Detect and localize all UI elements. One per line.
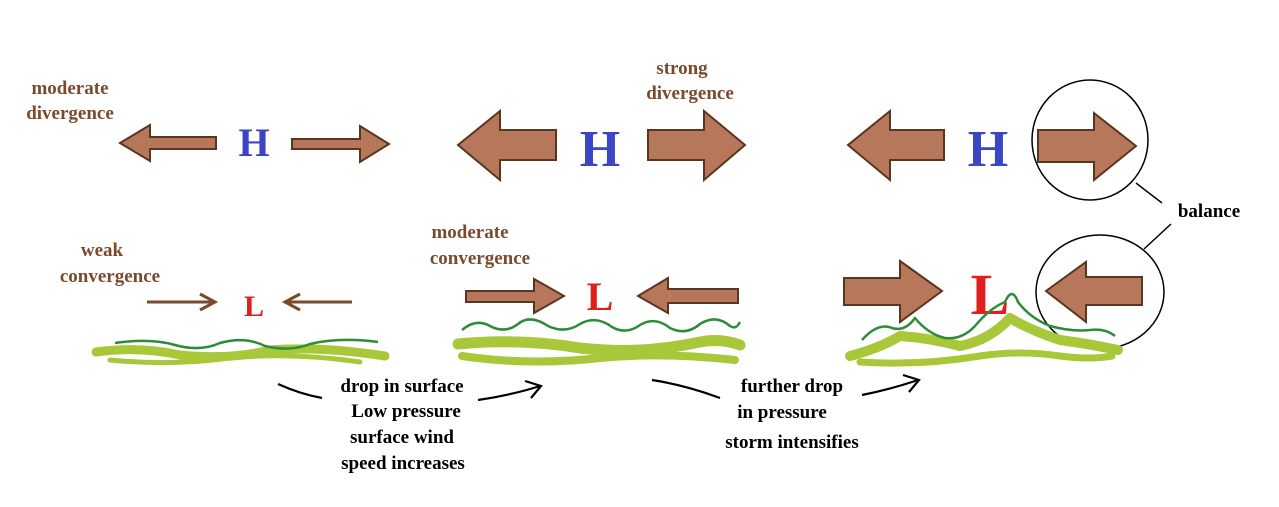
- note-second-line1: further drop: [741, 376, 843, 397]
- divergence-arrow-right-3: [1037, 110, 1138, 183]
- divergence-arrow-right-1: [291, 124, 391, 164]
- balance-pointer-lower: [1143, 223, 1172, 250]
- transition-arrow-left-1: [277, 382, 323, 400]
- divergence-arrow-left-2: [456, 108, 557, 183]
- label-moderate-divergence-line1: moderate: [31, 78, 108, 99]
- note-first-line1: drop in surface: [340, 376, 463, 397]
- balance-circle-upper: [1031, 79, 1149, 201]
- low-pressure-symbol-3: L: [971, 262, 1010, 327]
- label-moderate-divergence-line2: divergence: [26, 103, 114, 124]
- note-second-line2: in pressure: [737, 402, 827, 423]
- convergence-arrow-thin-right: [147, 292, 219, 312]
- convergence-arrow-thin-left: [281, 292, 352, 312]
- label-balance: balance: [1178, 201, 1240, 222]
- convergence-arrow-left-3: [1044, 260, 1143, 325]
- ground-surface-2: [452, 318, 746, 366]
- note-first-line4: speed increases: [341, 453, 465, 474]
- transition-arrow-left-2: [651, 378, 721, 400]
- note-second-line3: storm intensifies: [725, 432, 859, 453]
- ground-surface-3: [845, 292, 1123, 367]
- label-weak-convergence-line1: weak: [81, 240, 124, 261]
- divergence-arrow-right-2: [647, 108, 747, 183]
- transition-arrow-right-1: [477, 379, 543, 402]
- high-pressure-symbol-3: H: [968, 121, 1008, 178]
- ground-surface-1: [91, 338, 390, 366]
- convergence-arrow-left-2: [636, 276, 739, 315]
- label-strong-divergence-line1: strong: [656, 58, 708, 79]
- label-moderate-convergence-line2: convergence: [430, 248, 530, 269]
- note-first-line3: surface wind: [350, 427, 454, 448]
- label-weak-convergence-line2: convergence: [60, 266, 160, 287]
- divergence-arrow-left-1: [118, 123, 217, 163]
- divergence-arrow-left-3: [846, 108, 945, 183]
- convergence-arrow-right-3: [843, 259, 944, 324]
- transition-arrow-right-2: [861, 373, 921, 397]
- low-pressure-symbol-2: L: [587, 274, 614, 319]
- balance-pointer-upper: [1135, 182, 1163, 204]
- high-pressure-symbol-1: H: [238, 120, 269, 165]
- high-pressure-symbol-2: H: [580, 121, 620, 178]
- label-moderate-convergence-line1: moderate: [431, 222, 508, 243]
- convergence-arrow-right-2: [465, 277, 567, 315]
- label-strong-divergence-line2: divergence: [646, 83, 734, 104]
- note-first-line2: Low pressure: [351, 401, 461, 422]
- low-pressure-symbol-1: L: [244, 290, 264, 323]
